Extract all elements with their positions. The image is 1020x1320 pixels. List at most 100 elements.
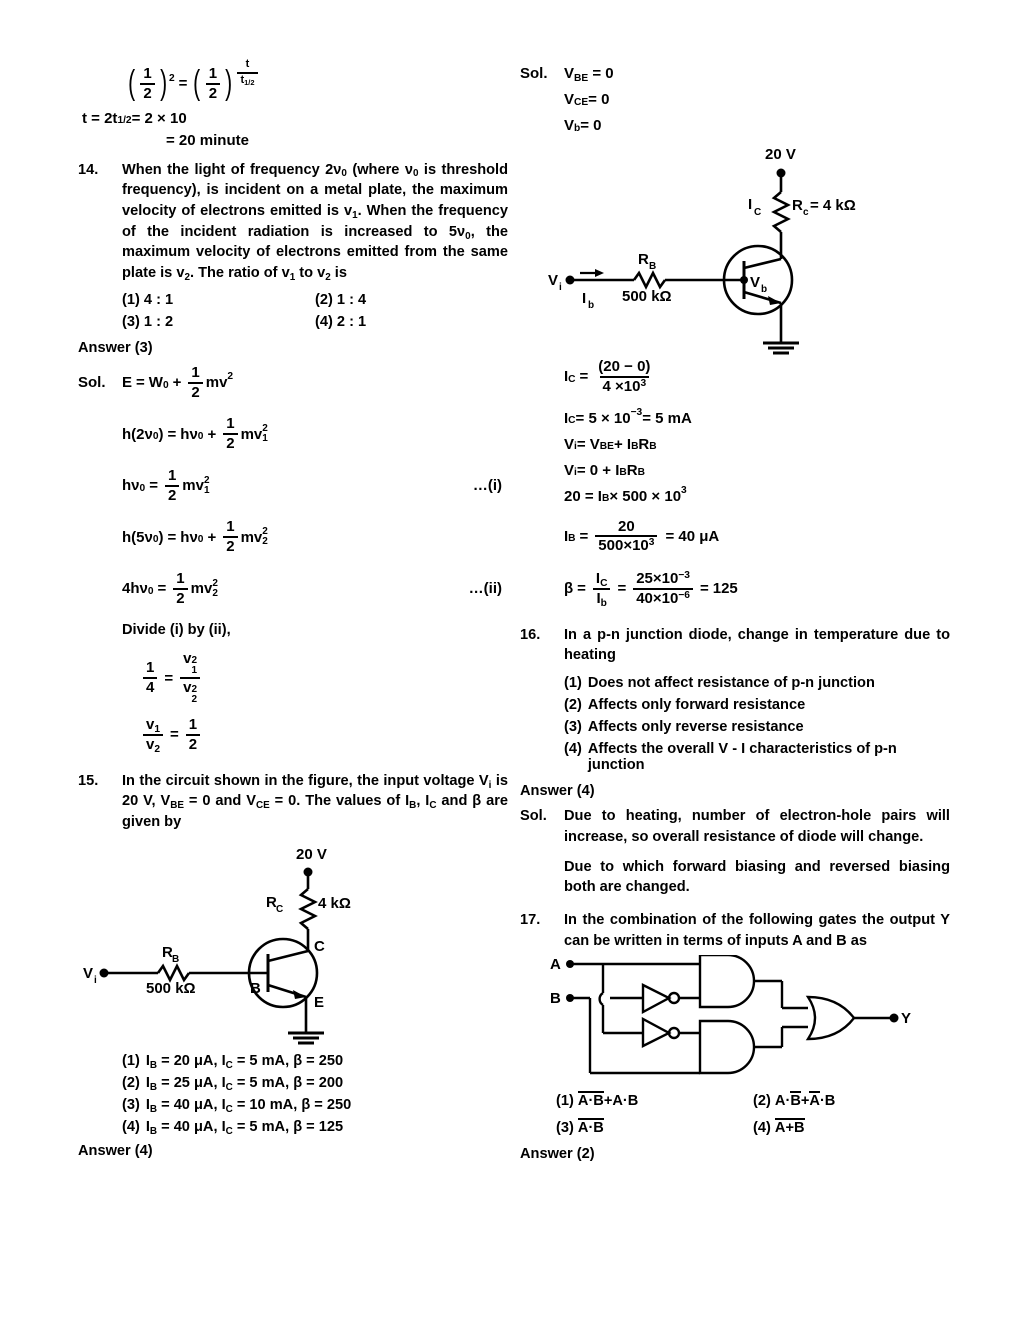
q14-option-2[interactable]: (2) 1 : 4 [315, 291, 367, 308]
q15-rc-sub: C [276, 904, 283, 915]
q15sol-ic-label: I [748, 196, 752, 213]
q15sol-eq-beta: β = IC Ib = 25×10−3 40×10−6 = 125 [564, 570, 738, 609]
q17-opt1-bar: A·B [577, 1091, 604, 1110]
q15sol-vb-sub: b [761, 284, 767, 295]
lhs-numerator: 1 [143, 65, 152, 82]
q15sol-vi-label: V [548, 272, 558, 289]
question-15: 15. In the circuit shown in the figure, … [78, 771, 508, 833]
q15sol-rb-label: R [638, 251, 649, 268]
q15sol-supply-label: 20 V [765, 146, 796, 163]
q15sol-rb-value: 500 kΩ [622, 288, 672, 305]
q17-opt4-bar: A+B [774, 1117, 805, 1136]
question-16: 16. In a p-n junction diode, change in t… [520, 625, 950, 666]
q17-option-2[interactable]: (2) A·B+A·B [753, 1091, 836, 1110]
t-eq-sub: 1/2 [117, 114, 132, 126]
q14-sol-label: Sol. [78, 374, 106, 392]
q15-sol-label: Sol. [520, 65, 548, 83]
q15sol-rc-label: R [792, 197, 803, 214]
q15-node-b: B [250, 980, 261, 997]
question-14: 14. When the light of frequency 2ν0 (whe… [78, 160, 508, 284]
q15-sol-circuit-diagram: 20 V I C R c = 4 kΩ V b [520, 137, 950, 357]
q16-sol-text-2-row: Due to which forward biasing and reverse… [520, 857, 950, 898]
q17-text: In the combination of the following gate… [564, 912, 950, 949]
q14-options-row1: (1) 4 : 1 (2) 1 : 4 [78, 292, 508, 308]
q15-number: 15. [78, 772, 99, 789]
rhs-numerator: 1 [208, 65, 218, 82]
q14-option-4[interactable]: (4) 2 : 1 [315, 313, 367, 330]
q17-opt2-bar-a: A [809, 1091, 820, 1110]
q15sol-rc-value: = 4 kΩ [810, 197, 856, 214]
q17-option-3[interactable]: (3) A·B [556, 1117, 604, 1136]
q15sol-rb-sub: B [649, 261, 656, 272]
half-life-equation: ( 1 2 ) 2 = ( 1 2 ) t t1/2 [126, 59, 508, 102]
q15-supply-label: 20 V [296, 846, 327, 863]
q16-sol-text-1: Due to heating, number of electron-hole … [564, 808, 950, 845]
q15sol-ic-sub: C [754, 207, 761, 218]
rhs-exp-denominator: t1/2 [237, 71, 258, 86]
q15-rc-label: R [266, 894, 277, 911]
q15sol-ib-label: I [582, 290, 586, 307]
q17-logic-gate-diagram: A B [550, 955, 950, 1087]
q15-sol-vbe: Sol. VBE = 0 [520, 65, 614, 85]
q15-option-1[interactable]: (1)IB = 20 μA, IC = 5 mA, β = 250 [122, 1052, 344, 1071]
rhs-denominator: 2 [205, 82, 221, 102]
q16-sol-text-2: Due to which forward biasing and reverse… [564, 858, 950, 896]
q16-option-1[interactable]: (1)Does not affect resistance of p-n jun… [564, 675, 875, 692]
q14-option-3[interactable]: (3) 1 : 2 [122, 313, 174, 330]
q17-answer: Answer (2) [520, 1146, 595, 1163]
q17-option-4[interactable]: (4) A+B [753, 1117, 805, 1136]
t-eq-lhs: t = 2t [82, 109, 118, 127]
q15sol-vi-sub: i [559, 282, 562, 293]
q15-option-3[interactable]: (3)IB = 40 μA, IC = 10 mA, β = 250 [122, 1096, 352, 1115]
q14-answer: Answer (3) [78, 339, 153, 356]
q16-answer: Answer (4) [520, 783, 595, 800]
q15-node-c: C [314, 938, 325, 955]
q17-options-row2: (3) A·B (4) A+B [520, 1117, 950, 1136]
q17-input-b-label: B [550, 990, 561, 1007]
q15-text: In the circuit shown in the figure, the … [122, 772, 509, 830]
q15-rb-label: R [162, 944, 173, 961]
q16-text: In a p-n junction diode, change in tempe… [564, 626, 950, 664]
q17-output-y-label: Y [901, 1010, 911, 1027]
q15-rb-sub: B [172, 954, 179, 965]
q14-number: 14. [78, 161, 99, 178]
q15-rb-value: 500 kΩ [146, 980, 196, 997]
q16-option-4[interactable]: (4)Affects the overall V - I characteris… [564, 741, 897, 774]
lhs-denominator: 2 [140, 82, 155, 102]
q15-option-4[interactable]: (4)IB = 40 μA, IC = 5 mA, β = 125 [122, 1118, 344, 1137]
q16-option-3[interactable]: (3)Affects only reverse resistance [564, 719, 804, 736]
q15-vi-label: V [83, 965, 93, 982]
q16-sol-label: Sol. [520, 808, 547, 825]
q14-eq5-tag: …(ii) [468, 580, 502, 598]
q14-options-row2: (3) 1 : 2 (4) 2 : 1 [78, 314, 508, 330]
q14-divide-text: Divide (i) by (ii), [122, 622, 231, 639]
q14-option-1[interactable]: (1) 4 : 1 [122, 291, 174, 308]
q15-option-2[interactable]: (2)IB = 25 μA, IC = 5 mA, β = 200 [122, 1074, 344, 1093]
q17-option-1[interactable]: (1) A·B+A·B [556, 1091, 639, 1110]
q17-input-a-label: A [550, 956, 561, 973]
t-eq-rest: = 2 × 10 [131, 109, 187, 127]
q15sol-rc-sub: c [803, 207, 809, 218]
q15-rc-value: 4 kΩ [318, 895, 351, 912]
q16-option-2[interactable]: (2)Affects only forward resistance [564, 697, 806, 714]
q15sol-vb-label: V [750, 274, 760, 291]
q17-number: 17. [520, 912, 541, 929]
